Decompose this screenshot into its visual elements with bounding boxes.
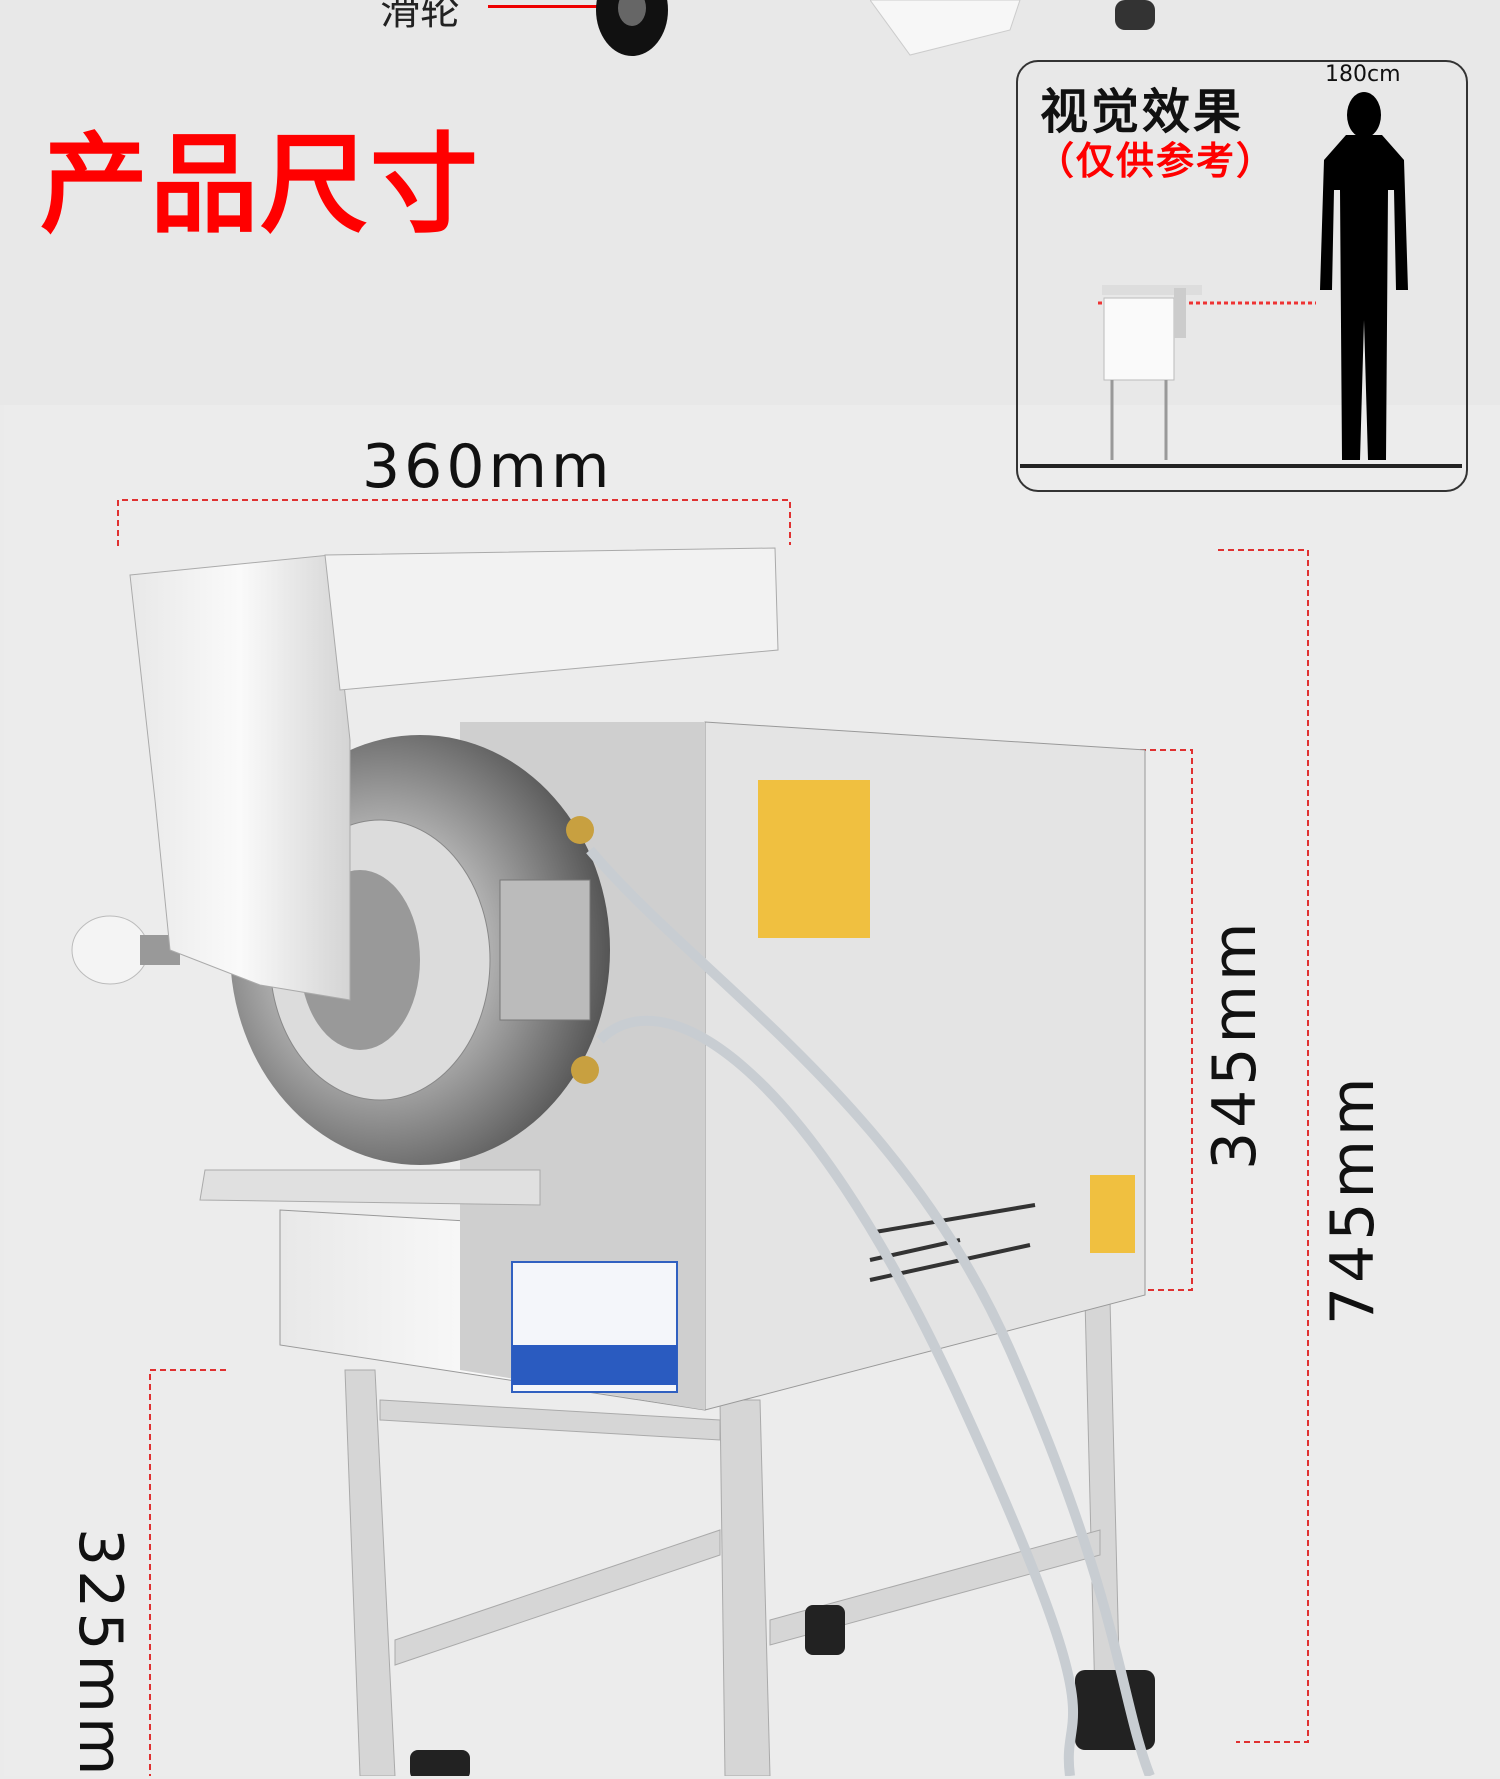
wheel-label: 滑轮 <box>380 0 460 34</box>
person-silhouette-icon <box>1320 92 1408 460</box>
collection-bag-image <box>870 0 1155 56</box>
total-height-dimension-line <box>1218 549 1309 1743</box>
small-machine-icon <box>1102 285 1202 460</box>
top-section-background <box>0 0 1500 405</box>
body-height-dimension-label: 345mm <box>1200 918 1270 1170</box>
width-dimension-line <box>117 499 791 546</box>
scale-comparison-illustration <box>1020 92 1462 468</box>
visual-reference-box <box>1016 60 1468 492</box>
visual-reference-title: 视觉效果 <box>1040 84 1245 140</box>
wheel-pointer-line <box>488 5 618 8</box>
page-title: 产品尺寸 <box>40 123 481 248</box>
body-height-dimension-line <box>1140 749 1193 1291</box>
leg-height-dimension-line <box>149 1369 226 1776</box>
total-height-dimension-label: 745mm <box>1318 1073 1388 1325</box>
person-height-label: 180cm <box>1325 62 1401 87</box>
visual-reference-subtitle: （仅供参考） <box>1036 139 1277 183</box>
leg-height-dimension-label: 325mm <box>65 1528 135 1779</box>
width-dimension-label: 360mm <box>362 432 614 502</box>
warning-label <box>758 780 870 938</box>
caster-wheel-image <box>596 0 668 56</box>
